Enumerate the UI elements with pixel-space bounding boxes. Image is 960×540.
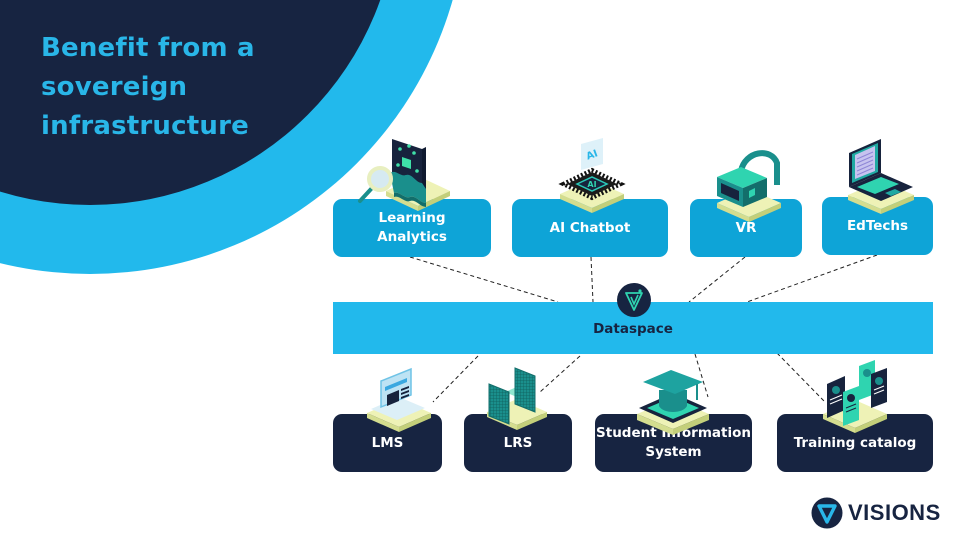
connector-line-sis: [694, 353, 709, 398]
title-line: infrastructure: [41, 111, 249, 141]
connector-line-ai-chatbot: [590, 256, 594, 303]
floating-label: AI: [585, 148, 600, 162]
title-line: sovereign: [41, 72, 188, 102]
learning-analytics-icon: [358, 139, 450, 211]
laptop-icon: [848, 139, 914, 214]
service-label: Training catalog: [793, 434, 917, 451]
service-label: LRS: [503, 434, 533, 451]
brand-name: VISIONS: [848, 500, 941, 525]
graduation-cap-icon: [637, 370, 709, 435]
connector-line-lms: [432, 355, 479, 403]
visions-logo-icon: [811, 497, 843, 529]
dataspace-label: Dataspace: [593, 321, 673, 337]
vr-headset-icon: [717, 150, 781, 222]
lrs-panels-icon: [487, 367, 547, 430]
service-label: Learning: [378, 210, 446, 226]
service-box-learning-analytics: Learning Analytics: [333, 199, 491, 257]
service-box-lms: LMS: [333, 414, 442, 472]
connector-line-learning-analytics: [409, 256, 559, 303]
slide-title: Benefit from a sovereign infrastructure: [41, 29, 255, 146]
title-line: Benefit from a: [41, 33, 255, 63]
connector-line-edtechs: [746, 254, 878, 303]
service-label: EdTechs: [846, 217, 909, 234]
ai-chip-icon: AI AI: [558, 138, 626, 213]
service-label: VR: [735, 219, 757, 236]
dataspace-logo-icon: [617, 283, 651, 317]
service-label: LMS: [371, 434, 404, 451]
inner-navy-arc: [0, 0, 381, 205]
connector-line-training-catalog: [776, 352, 826, 403]
chip-label: AI: [587, 180, 596, 189]
service-label: System: [645, 444, 702, 460]
lms-laptop-icon: [367, 367, 431, 432]
course-cards-icon: [823, 360, 887, 433]
service-label: Analytics: [377, 229, 447, 245]
connector-line-lrs: [539, 355, 581, 393]
brand-logo: VISIONS: [810, 496, 941, 530]
connector-line-vr: [688, 256, 746, 303]
service-label: AI Chatbot: [549, 219, 631, 236]
